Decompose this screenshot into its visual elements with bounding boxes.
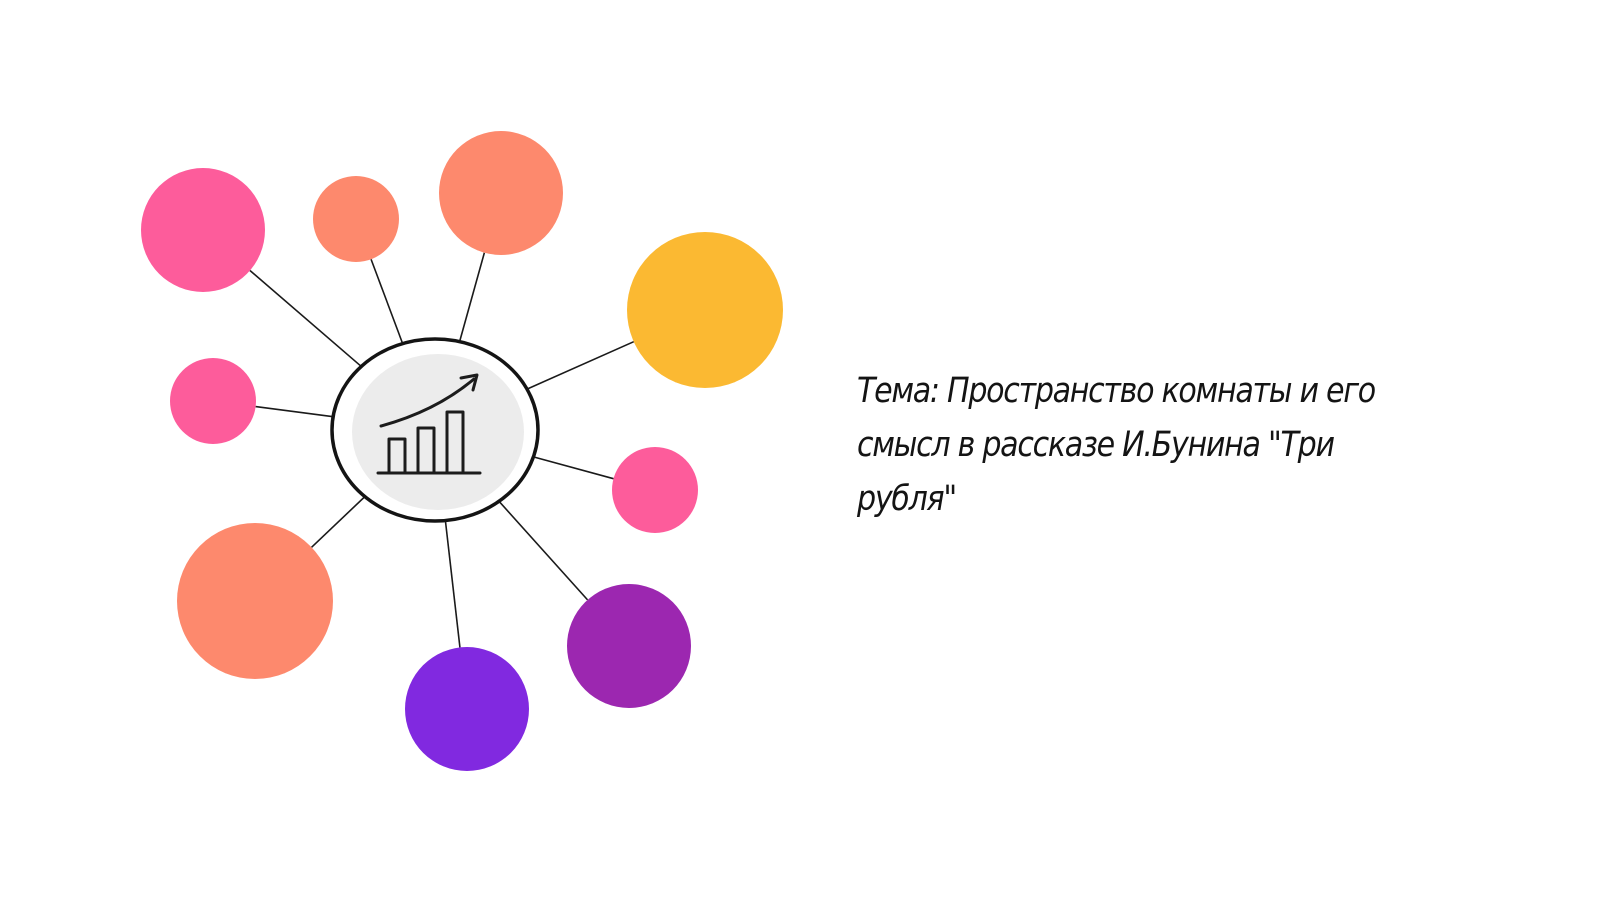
bar-chart-growth-icon [376,373,482,475]
connector-node-bottom-left-coral [310,496,366,548]
node-top-coral [439,131,563,255]
connector-node-left-small-pink [255,405,334,418]
node-right-small-pink [612,447,698,533]
node-left-small-pink [170,358,256,444]
connector-node-bottom-right-purple [498,500,589,601]
connector-node-bottom-violet [444,520,461,648]
node-top-left-pink [141,168,265,292]
center-node-fill [352,354,524,510]
connector-node-top-small-coral [370,258,404,344]
node-bottom-right-purple [567,584,691,708]
connector-node-top-coral [458,252,486,342]
node-top-small-coral [313,176,399,262]
node-bottom-left-coral [177,523,333,679]
connector-node-top-left-pink [249,269,362,368]
node-bottom-violet [405,647,529,771]
connector-node-right-yellow [526,340,635,390]
slide-title: Тема: Пространство комнаты и его смысл в… [857,371,1376,519]
connector-node-right-small-pink [533,456,614,480]
connectors [249,252,635,648]
node-right-yellow [627,232,783,388]
center-node [330,337,540,523]
nodes [141,131,783,771]
